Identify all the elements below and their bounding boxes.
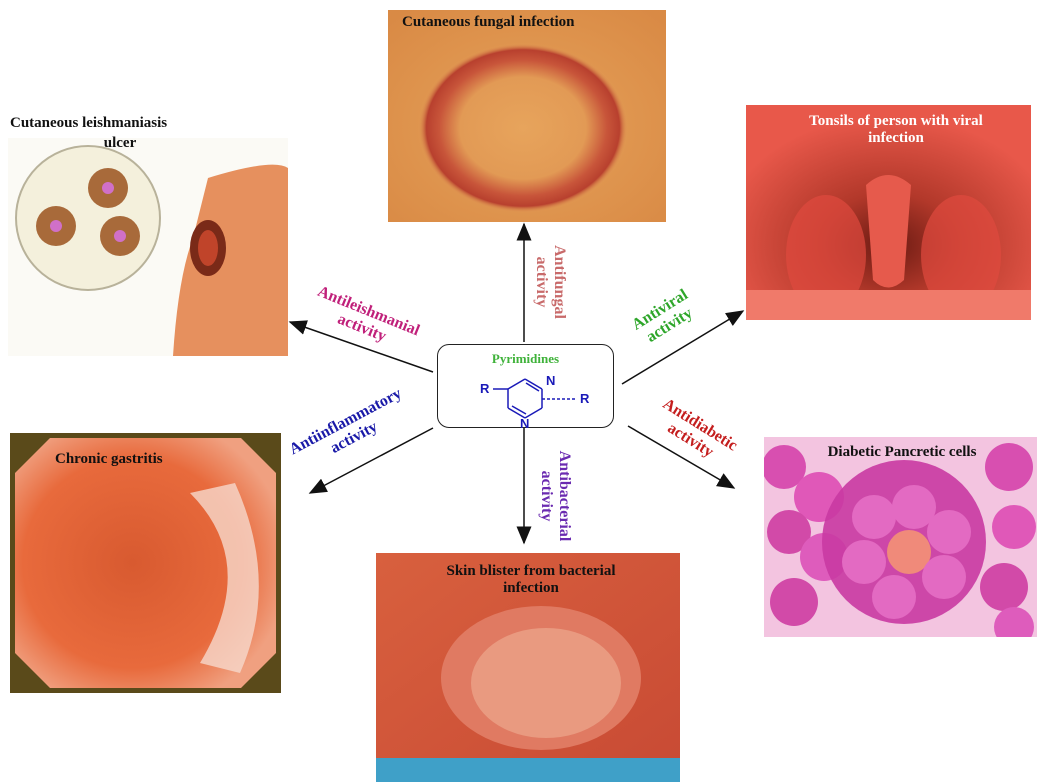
leishmaniasis-caption-line2: ulcer (80, 135, 160, 152)
atom-r-left: R (480, 381, 489, 396)
gastritis-image: Chronic gastritis (10, 433, 281, 693)
label-antibacterial: Antibacterial activity (537, 436, 573, 556)
viral-caption: Tonsils of person with viral infection (771, 113, 1021, 147)
atom-r-right: R (580, 391, 589, 406)
bacterial-infection-image: Skin blister from bacterial infection (376, 553, 680, 782)
bacterial-caption: Skin blister from bacterial infection (396, 563, 666, 597)
leishmaniasis-caption-line1: Cutaneous leishmaniasis (10, 115, 240, 132)
leishmaniasis-image (8, 138, 288, 356)
atom-n-bottom: N (520, 416, 529, 431)
atom-n-top: N (546, 373, 555, 388)
label-antifungal: Antifungal activity (532, 232, 568, 332)
gastritis-caption: Chronic gastritis (55, 451, 215, 468)
diabetic-cells-image: Diabetic Pancretic cells (764, 437, 1037, 637)
viral-infection-image: Tonsils of person with viral infection (746, 105, 1031, 320)
fungal-infection-image: Cutaneous fungal infection (388, 10, 666, 222)
pyrimidines-box: Pyrimidines R N N R (437, 344, 614, 428)
fungal-caption: Cutaneous fungal infection (392, 14, 666, 31)
diabetic-caption: Diabetic Pancretic cells (792, 444, 1012, 461)
pyrimidine-structure (438, 345, 613, 427)
